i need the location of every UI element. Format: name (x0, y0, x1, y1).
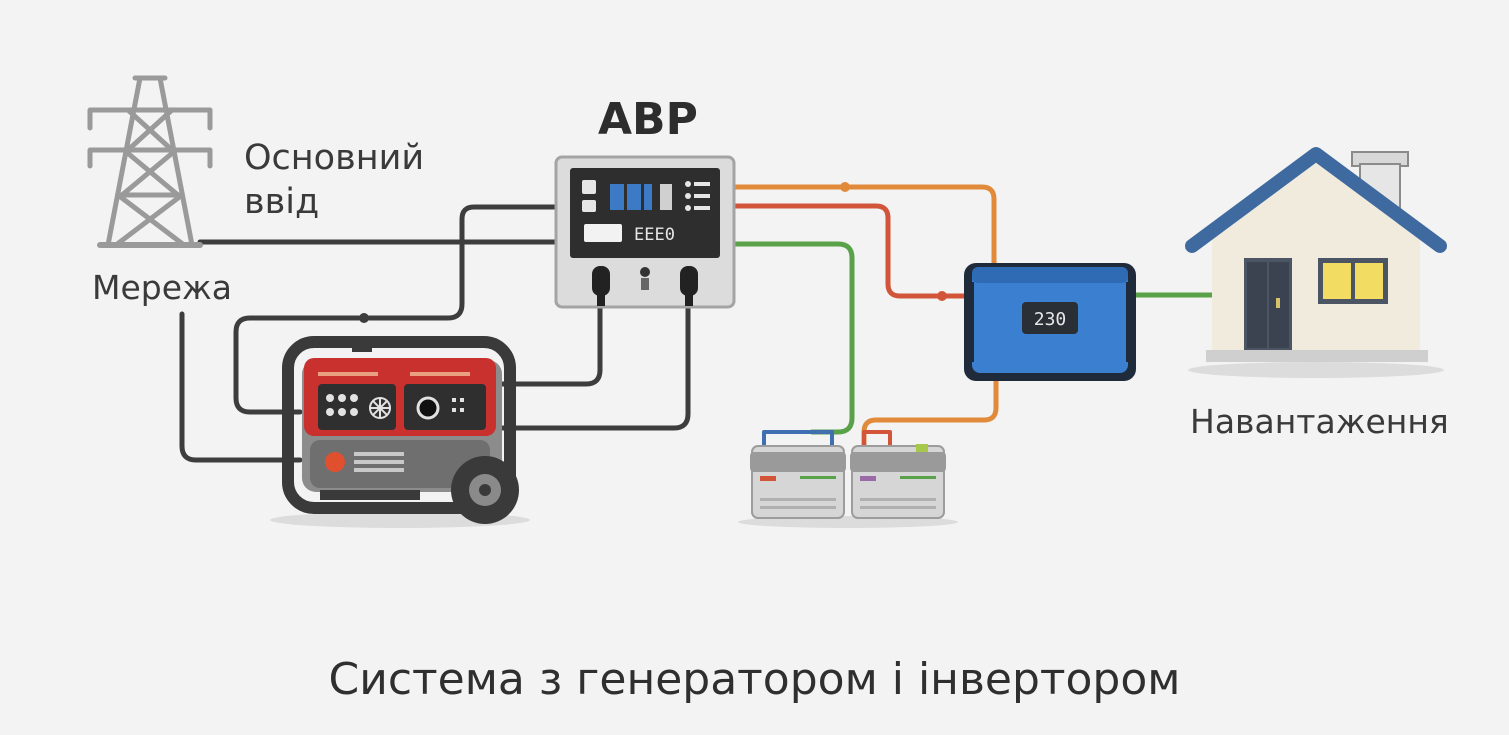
wire-green-ats-to-battery (731, 241, 855, 435)
grid-label: Мережа (92, 268, 232, 307)
wire-grid-to-generator (179, 311, 303, 463)
mains-input-label-line1: Основний (244, 138, 425, 178)
ats-display-text: EEE0 (634, 225, 675, 245)
inverter-display-value: 230 (1034, 309, 1067, 330)
ats-plug-right (680, 266, 698, 306)
wire-junction-black (359, 313, 369, 323)
load-label: Навантаження (1190, 402, 1449, 441)
wire-ats-plug-left (477, 297, 603, 387)
wire-junction-orange (840, 182, 850, 192)
battery-right (850, 444, 946, 519)
battery-bank-icon (738, 444, 958, 528)
wire-ats-to-generator-loop (233, 204, 559, 415)
ats-label: АВР (598, 94, 698, 145)
wire-blue-battery-link (762, 430, 834, 452)
wires (179, 182, 1217, 463)
wire-junction-red (937, 291, 947, 301)
mains-input-label: Основний ввід (244, 136, 424, 224)
mains-input-label-line2: ввід (244, 182, 320, 222)
wire-red-ats-to-inverter (731, 203, 969, 299)
house-icon (1185, 147, 1447, 378)
wire-orange-inverter-to-battery (861, 375, 999, 449)
ats-panel: EEE0 (554, 155, 736, 309)
inverter-icon: 230 (964, 263, 1136, 381)
diagram-title: Система з генератором і інвертором (328, 654, 1181, 705)
battery-left (750, 445, 846, 519)
ats-plug-left (592, 266, 610, 306)
wire-ats-plug-right (477, 297, 691, 431)
power-tower-icon (87, 75, 213, 248)
generator-icon (270, 336, 530, 528)
wire-red-battery-terminal (862, 430, 892, 448)
wire-orange-ats-to-inverter (731, 184, 997, 267)
